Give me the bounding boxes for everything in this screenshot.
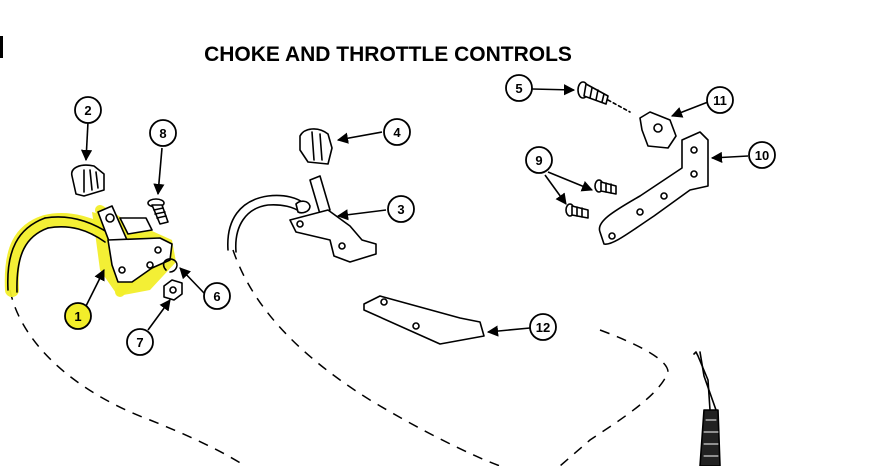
leader-4 — [336, 131, 383, 144]
choke-cable-route — [9, 289, 246, 466]
leader-11 — [670, 101, 709, 118]
leader-3 — [336, 209, 387, 221]
edge-mark — [0, 36, 3, 58]
leader-6 — [179, 267, 205, 294]
callout-12: 12 — [529, 313, 557, 341]
part-5-bolt — [577, 81, 631, 113]
part-8-screw — [147, 198, 169, 225]
part-10-bracket — [598, 131, 709, 245]
part-11-clip-bracket — [639, 111, 677, 149]
leader-8 — [153, 147, 165, 196]
cable-end — [693, 351, 721, 466]
svg-text:2: 2 — [84, 103, 91, 118]
part-1-choke-control — [4, 205, 176, 297]
part-6-clip — [162, 258, 178, 273]
callout-4: 4 — [383, 118, 411, 146]
leader-10 — [710, 151, 749, 164]
part-4-throttle-knob — [299, 128, 333, 165]
callout-8: 8 — [149, 119, 177, 147]
lower-cable-route — [559, 329, 669, 466]
svg-text:10: 10 — [755, 148, 769, 163]
callout-7: 7 — [126, 328, 154, 356]
callout-3: 3 — [387, 195, 415, 223]
leader-2 — [80, 121, 93, 162]
part-9-screws — [565, 179, 617, 219]
callout-1: 1 — [64, 302, 92, 330]
svg-text:5: 5 — [515, 81, 522, 96]
svg-text:9: 9 — [535, 153, 542, 168]
svg-text:1: 1 — [74, 309, 81, 324]
svg-text:11: 11 — [713, 93, 727, 108]
svg-text:8: 8 — [159, 126, 166, 141]
callout-9: 9 — [525, 146, 553, 174]
svg-text:4: 4 — [393, 125, 401, 140]
leader-9b — [544, 174, 567, 205]
callout-2: 2 — [74, 96, 102, 124]
part-2-choke-knob — [70, 164, 105, 197]
callout-5: 5 — [505, 74, 533, 102]
leader-5 — [531, 84, 576, 96]
callout-10: 10 — [748, 141, 776, 169]
callout-6: 6 — [203, 282, 231, 310]
part-3-throttle-control — [227, 175, 377, 263]
throttle-cable-route — [232, 249, 501, 466]
diagram-title: CHOKE AND THROTTLE CONTROLS — [204, 43, 572, 66]
svg-text:3: 3 — [397, 202, 404, 217]
part-7-nut — [163, 279, 183, 301]
svg-text:6: 6 — [213, 289, 220, 304]
svg-text:12: 12 — [536, 320, 550, 335]
leader-9a — [547, 171, 594, 192]
part-12-plate — [363, 295, 485, 345]
leader-7 — [147, 299, 171, 331]
callout-11: 11 — [706, 86, 734, 114]
svg-text:7: 7 — [136, 335, 143, 350]
leader-12 — [486, 325, 531, 337]
leader-1 — [85, 268, 105, 307]
